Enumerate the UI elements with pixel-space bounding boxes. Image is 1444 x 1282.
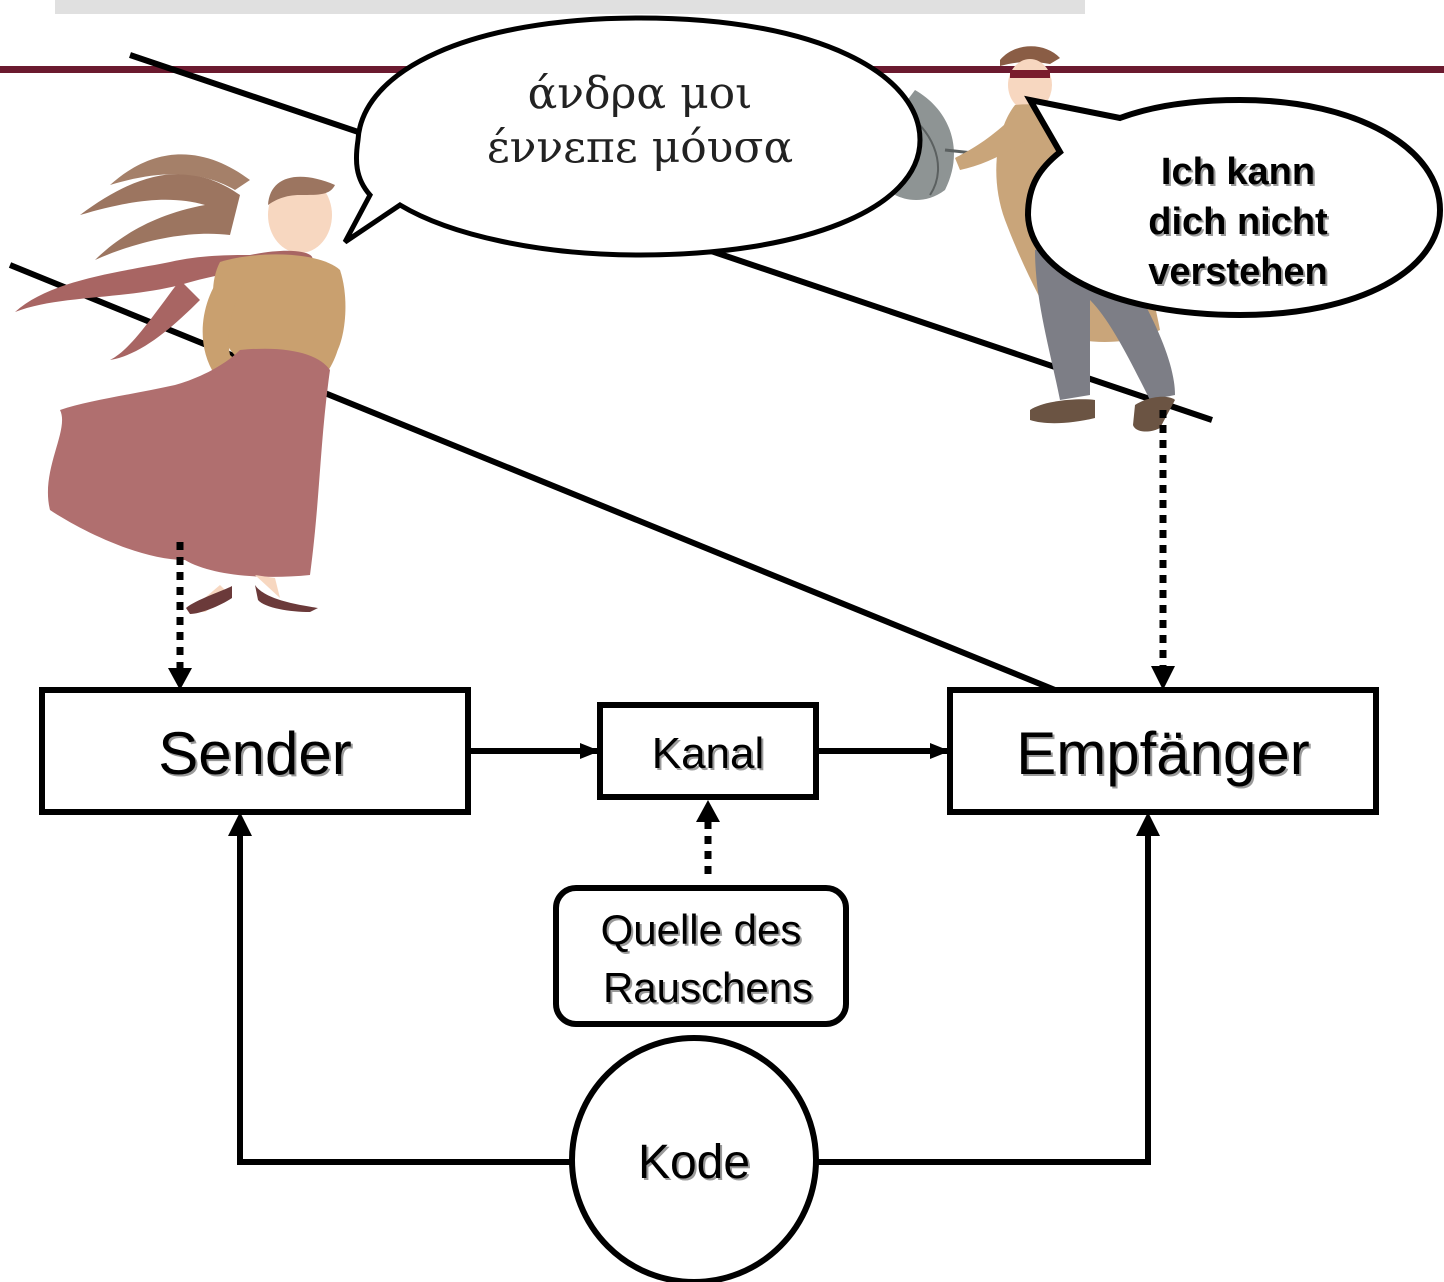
code-circle — [569, 1035, 819, 1282]
noise-dotted-arrowhead — [696, 800, 720, 822]
code-to-receiver-arrowhead — [1136, 812, 1160, 836]
woman-figure-icon — [15, 154, 346, 614]
code-to-sender-line — [237, 822, 572, 1165]
diagonal-line-lower — [8, 262, 1057, 693]
code-label: Kode — [638, 1136, 750, 1189]
sender-speech-line1: άνδρα μοι — [528, 68, 753, 119]
noise-source-line2: Rauschens — [603, 964, 813, 1011]
sender-dotted-arrowhead — [168, 668, 192, 690]
noise-source-box — [553, 885, 849, 1027]
sender-box — [39, 687, 471, 815]
sender-speech-line2: έννεπε μόυσα — [487, 122, 793, 173]
receiver-label: Empfänger — [1016, 720, 1310, 787]
header-title-fragment — [55, 0, 1085, 14]
receiver-speech-line3: verstehen — [1148, 251, 1328, 293]
sender-speech-bubble — [342, 15, 923, 258]
receiver-dotted-arrowhead — [1151, 666, 1175, 690]
code-to-sender-arrowhead — [228, 812, 252, 836]
sender-label: Sender — [158, 720, 351, 787]
receiver-speech-line2: dich nicht — [1148, 201, 1328, 243]
code-to-receiver-line — [818, 822, 1151, 1165]
noise-source-line1: Quelle des — [601, 906, 802, 953]
receiver-speech-bubble — [1024, 95, 1444, 319]
channel-label: Kanal — [652, 729, 765, 778]
receiver-speech-line1: Ich kann — [1161, 151, 1315, 193]
receiver-box — [947, 687, 1379, 815]
